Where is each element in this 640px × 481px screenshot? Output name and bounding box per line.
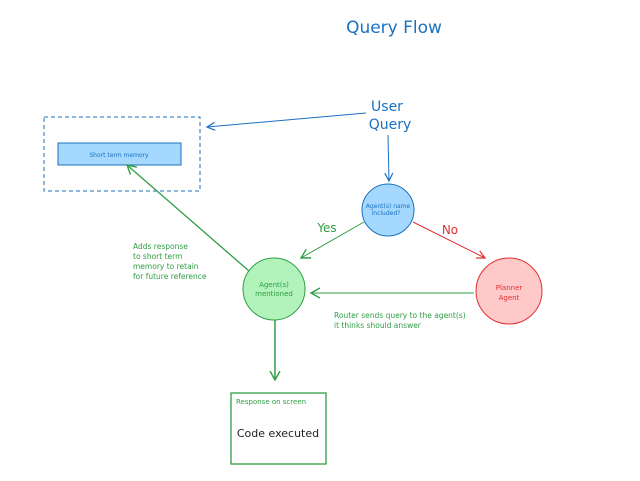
response-header: Response on screen bbox=[236, 398, 306, 406]
memory-label-line2: to short term bbox=[133, 252, 182, 261]
arrow-query-to-decision bbox=[388, 134, 389, 181]
response-body: Code executed bbox=[237, 427, 319, 440]
decision-circle bbox=[361, 183, 415, 237]
arrow-to-memory bbox=[127, 165, 250, 272]
decision-line2: included? bbox=[372, 210, 401, 217]
memory-label-line1: Adds response bbox=[133, 242, 188, 251]
planner-agent-circle bbox=[475, 257, 543, 325]
arrow-yes bbox=[301, 221, 365, 258]
agent-mentioned-line2: mentioned bbox=[255, 290, 293, 298]
response-box: Response on screen Code executed bbox=[230, 392, 327, 465]
user-query-line2: Query bbox=[369, 117, 412, 133]
arrow-no bbox=[412, 221, 485, 258]
memory-dashed-frame bbox=[43, 116, 201, 192]
router-label-line2: it thinks should answer bbox=[334, 321, 422, 330]
decision-node: Agent(s) name included? bbox=[361, 183, 415, 237]
short-term-memory-box bbox=[57, 142, 182, 166]
memory-label-line3: memory to retain bbox=[133, 262, 199, 271]
router-label-line1: Router sends query to the agent(s) bbox=[334, 311, 466, 320]
planner-agent-node: Planner Agent bbox=[475, 257, 543, 325]
agent-mentioned-node: Agent(s) mentioned bbox=[242, 257, 306, 321]
response-frame bbox=[230, 392, 327, 465]
memory-label-line4: for future reference bbox=[133, 272, 207, 281]
short-term-memory-container: Short term memory bbox=[43, 116, 201, 192]
agent-mentioned-circle bbox=[242, 257, 306, 321]
decision-line1: Agent(s) name bbox=[366, 203, 411, 210]
yes-label: Yes bbox=[316, 221, 336, 235]
user-query-line1: User bbox=[371, 99, 403, 115]
arrow-query-to-memory bbox=[207, 112, 367, 127]
user-query-node: User Query bbox=[369, 99, 412, 133]
short-term-memory-label: Short term memory bbox=[89, 152, 149, 159]
planner-agent-line2: Agent bbox=[499, 294, 520, 302]
diagram-title: Query Flow bbox=[346, 18, 442, 38]
no-label: No bbox=[442, 223, 458, 237]
planner-agent-line1: Planner bbox=[496, 284, 523, 292]
agent-mentioned-line1: Agent(s) bbox=[259, 281, 289, 289]
